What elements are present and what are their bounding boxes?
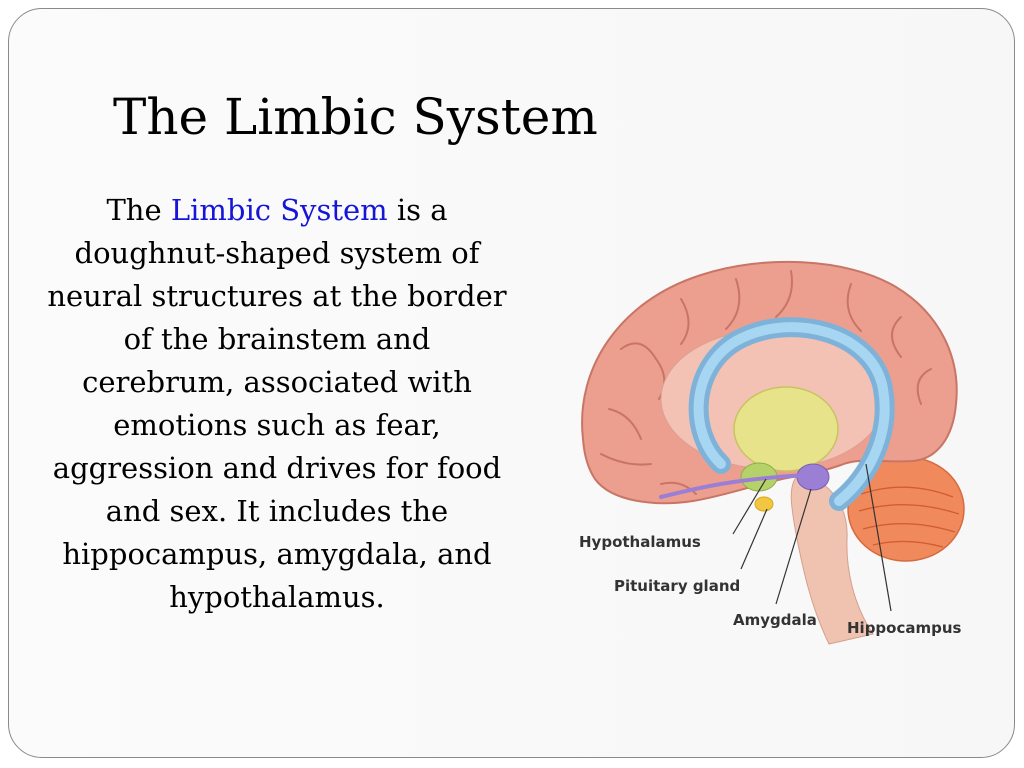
label-pituitary-gland: Pituitary gland bbox=[614, 577, 740, 595]
cortex-folds bbox=[600, 270, 932, 495]
body-rest: is a doughnut-shaped system of neural st… bbox=[47, 193, 507, 614]
pituitary-leader bbox=[740, 508, 768, 570]
brain-illustration: Hypothalamus Pituitary gland Amygdala Hi… bbox=[579, 260, 965, 645]
limbic-loop-highlight bbox=[693, 322, 890, 506]
hippocampus-leader bbox=[865, 463, 892, 612]
olfactory-tract-shape bbox=[659, 473, 808, 499]
brain-diagram: Hypothalamus Pituitary gland Amygdala Hi… bbox=[561, 239, 981, 659]
brainstem-shape bbox=[790, 473, 874, 645]
label-hippocampus: Hippocampus bbox=[847, 619, 962, 637]
body-intro: The bbox=[106, 193, 171, 227]
hypothalamus-leader bbox=[732, 478, 767, 535]
amygdala-leader bbox=[775, 488, 812, 605]
label-hypothalamus: Hypothalamus bbox=[579, 533, 701, 551]
cerebellum-folds bbox=[858, 486, 960, 548]
thalamus-shape bbox=[733, 386, 839, 472]
slide-title: The Limbic System bbox=[113, 88, 598, 146]
limbic-system-highlight: Limbic System bbox=[170, 193, 388, 227]
slide: The Limbic System The Limbic System is a… bbox=[8, 8, 1015, 758]
slide-body-text: The Limbic System is a doughnut-shaped s… bbox=[47, 189, 507, 619]
label-amygdala: Amygdala bbox=[733, 611, 817, 629]
pituitary-shape bbox=[754, 496, 774, 512]
